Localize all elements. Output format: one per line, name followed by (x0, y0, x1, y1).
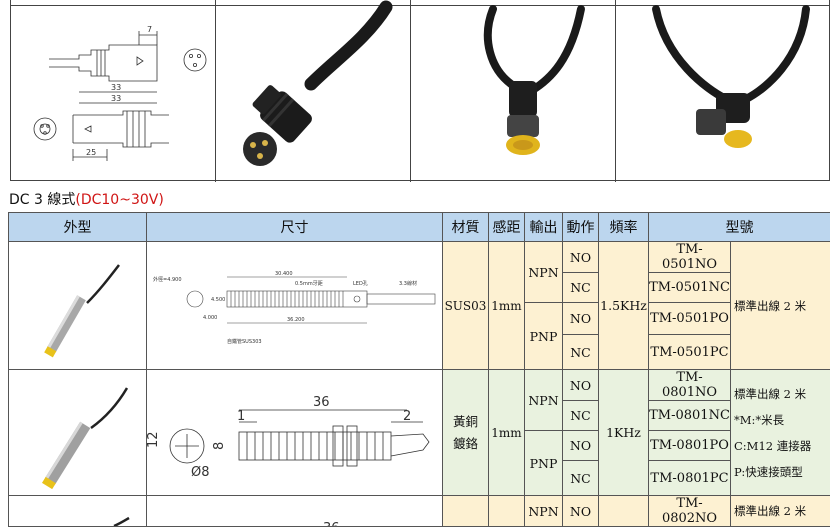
sensor-photo-cell (8, 241, 147, 370)
dim-33a-label: 33 (111, 83, 121, 92)
model-cell: TM-0501PO (648, 302, 731, 335)
dim-material: 自鐵管SUS303 (227, 338, 262, 345)
header-action: 動作 (562, 212, 599, 242)
action-cell: NO (562, 495, 599, 527)
material-cell: 黃銅 鍍鉻 (442, 369, 489, 496)
sensor-photo-cell (8, 495, 147, 527)
note-line: 標準出線 2 米 (734, 386, 807, 401)
distance-cell: 1mm (488, 241, 525, 370)
model-cell: TM-0801PC (648, 460, 731, 496)
header-shape: 外型 (8, 212, 147, 242)
header-distance: 感距 (488, 212, 525, 242)
dimension-drawing-partial: 36 (323, 521, 340, 526)
heading-prefix: DC 3 線式 (9, 192, 76, 208)
table-row: NC TM-0501PC (9, 334, 830, 370)
dim-outer: 外徑=4.900 (153, 276, 182, 283)
dim-len: 36 (323, 521, 340, 526)
model-cell: TM-0501PC (648, 334, 731, 370)
table-row: 外徑=4.900 4.500 4.000 30.400 0.5mm牙距 LED孔… (8, 241, 830, 370)
spec-table: 外型 尺寸 材質 感距 輸出 動作 頻率 型號 外徑=4.900 4.500 (8, 212, 830, 527)
dim-pitch: 0.5mm牙距 (295, 281, 323, 287)
gallery-photo-straight-female-connector (411, 0, 616, 182)
dim-led: LED孔 (353, 280, 368, 287)
note-cell: 標準出線 2 米 (730, 241, 830, 370)
action-cell: NO (562, 302, 599, 335)
distance-cell (488, 495, 525, 527)
dim-len1: 30.400 (275, 271, 293, 277)
sensor-photo-small (44, 263, 120, 357)
dim-height: 12 (147, 431, 161, 448)
output-npn-cell: NPN (524, 495, 563, 527)
dim-right: 2 (403, 409, 411, 424)
gallery-divider (11, 5, 830, 6)
dim-25-label: 25 (86, 148, 96, 157)
header-dimensions: 尺寸 (146, 212, 443, 242)
material-line-1: 黃銅 (452, 413, 478, 429)
table-row: 36 1 2 12 Ø8 8 黃銅 鍍鉻 1mm NPN NO 1KHz (8, 369, 830, 496)
header-output: 輸出 (524, 212, 563, 242)
note-cell: 標準出線 2 米 (730, 495, 830, 527)
model-cell: TM-0801NO (648, 369, 731, 401)
action-cell: NC (562, 334, 599, 370)
distance-cell: 1mm (488, 369, 525, 496)
model-cell: TM-0501NO (648, 241, 731, 273)
dimension-drawing-medium: 36 1 2 12 Ø8 8 (147, 395, 430, 480)
output-pnp-cell: PNP (524, 430, 563, 496)
note-cell: 標準出線 2 米 *M:*米長 C:M12 連接器 P:快速接頭型 (730, 369, 830, 496)
material-line-2: 鍍鉻 (452, 435, 478, 451)
output-npn-cell: NPN (524, 241, 563, 303)
product-gallery: 7 33 33 25 (10, 0, 830, 182)
table-row: PNP NO TM-0501PO (9, 302, 830, 370)
dim-left: 1 (237, 409, 245, 424)
dim-thread: 8 (212, 442, 227, 450)
dimension-drawing-cell: 36 (146, 495, 443, 527)
table-row: NC TM-0801NC (9, 400, 830, 431)
sensor-photo-cell (8, 369, 147, 496)
output-npn-cell: NPN (524, 369, 563, 431)
table-row: PNP NO TM-0801PO (9, 430, 830, 496)
action-cell: NC (562, 460, 599, 496)
model-cell: TM-0801PO (648, 430, 731, 461)
dim-dia: Ø8 (191, 465, 210, 480)
model-cell: TM-0801NC (648, 400, 731, 431)
action-cell: NO (562, 430, 599, 461)
frequency-cell: 1KHz (598, 369, 649, 496)
frequency-cell: 1.5KHz (598, 241, 649, 370)
gallery-photo-right-angle-connector (616, 0, 830, 182)
table-row: 36 NPN NO TM-0802NO 標準出線 2 米 (8, 495, 830, 527)
dimension-drawing-small: 外徑=4.900 4.500 4.000 30.400 0.5mm牙距 LED孔… (153, 271, 436, 345)
sensor-photo-medium (41, 387, 129, 490)
gallery-photo-male-connector (216, 0, 411, 182)
table-header-row: 外型 尺寸 材質 感距 輸出 動作 頻率 型號 (8, 212, 830, 242)
header-frequency: 頻率 (598, 212, 649, 242)
dim-len: 36 (313, 395, 330, 410)
dim-small: 4.000 (203, 315, 217, 321)
sensor-photo-partial (113, 516, 130, 526)
action-cell: NO (562, 241, 599, 273)
dim-top-label: 7 (147, 25, 152, 34)
note-line: P:快速接頭型 (734, 464, 803, 479)
action-cell: NC (562, 400, 599, 431)
header-model: 型號 (648, 212, 830, 242)
dim-33b-label: 33 (111, 94, 121, 103)
model-cell: TM-0501NC (648, 272, 731, 303)
heading-voltage-range: (DC10~30V) (75, 192, 164, 208)
dim-d: 4.500 (211, 297, 225, 303)
material-cell: SUS03 (442, 241, 489, 370)
dim-len2: 36.200 (287, 317, 305, 323)
model-cell: TM-0802NO (648, 495, 731, 527)
action-cell: NO (562, 369, 599, 401)
material-cell (442, 495, 489, 527)
section-heading: DC 3 線式(DC10~30V) (9, 189, 164, 209)
frequency-cell (598, 495, 649, 527)
output-pnp-cell: PNP (524, 302, 563, 370)
note-line: C:M12 連接器 (734, 438, 812, 453)
note-line: *M:*米長 (734, 412, 785, 427)
dimension-drawing-cell: 36 1 2 12 Ø8 8 (146, 369, 443, 496)
dimension-drawing-cell: 外徑=4.900 4.500 4.000 30.400 0.5mm牙距 LED孔… (146, 241, 443, 370)
action-cell: NC (562, 272, 599, 303)
dim-wire: 3.3線材 (399, 280, 417, 287)
gallery-dimension-drawing: 7 33 33 25 (11, 0, 216, 182)
header-material: 材質 (442, 212, 489, 242)
